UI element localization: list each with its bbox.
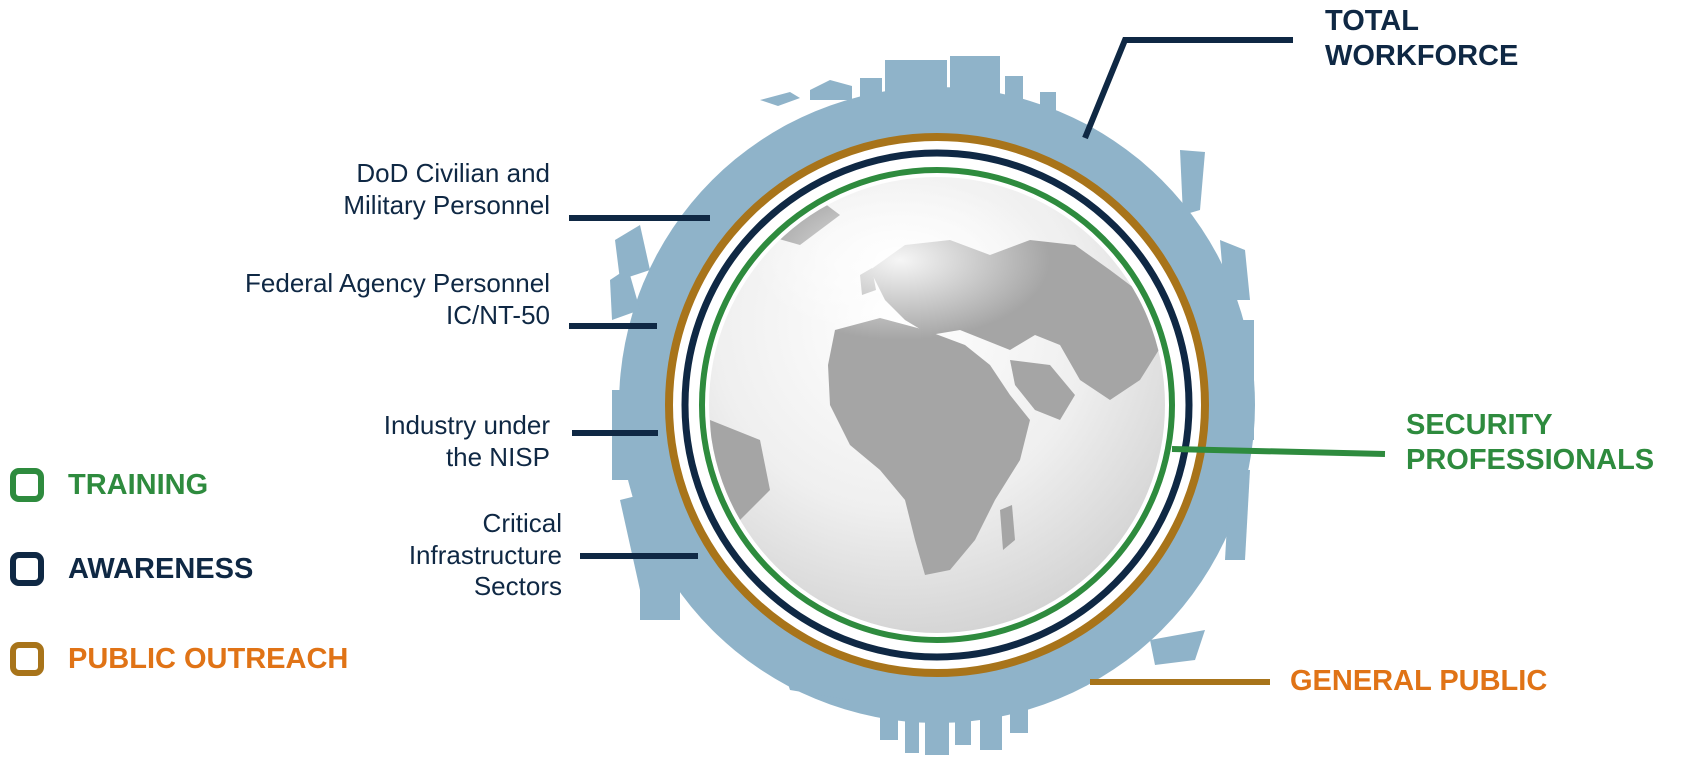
legend-item-public-outreach: PUBLIC OUTREACH <box>10 642 348 676</box>
rounded-square-outline-icon <box>10 552 44 586</box>
industry-label-line1: Industry under <box>383 410 550 440</box>
security-professionals-line2: PROFESSIONALS <box>1406 444 1655 477</box>
critical-label-line1: Critical <box>482 508 562 538</box>
legend-label-public-outreach: PUBLIC OUTREACH <box>68 642 349 675</box>
critical-label-line2: Infrastructure <box>408 539 562 570</box>
total-workforce-label: TOTAL WORKFORCE <box>1325 4 1518 75</box>
general-public-text: GENERAL PUBLIC <box>1290 665 1548 697</box>
dod-label-line1: DoD Civilian and <box>356 158 550 188</box>
total-workforce-connector <box>1082 37 1293 140</box>
general-public-label: GENERAL PUBLIC <box>1290 664 1547 699</box>
rounded-square-outline-icon <box>10 468 44 502</box>
total-workforce-line1: TOTAL <box>1325 5 1419 37</box>
critical-label-line3: Sectors <box>473 571 562 602</box>
general-public-ring <box>665 133 1209 677</box>
total-workforce-line2: WORKFORCE <box>1325 40 1519 73</box>
federal-label-line1: Federal Agency Personnel <box>245 268 550 298</box>
security-professionals-ring <box>699 167 1175 643</box>
rounded-square-outline-icon <box>10 642 44 676</box>
security-professionals-connector <box>1171 446 1386 457</box>
critical-infrastructure-label: Critical Infrastructure Sectors <box>409 508 562 603</box>
legend-item-training: TRAINING <box>10 468 208 502</box>
industry-label-line2: the NISP <box>445 441 550 472</box>
legend-item-awareness: AWARENESS <box>10 552 253 586</box>
globe-icon <box>709 177 1165 633</box>
federal-label-line2: IC/NT-50 <box>445 299 550 330</box>
dod-label-line2: Military Personnel <box>343 189 550 220</box>
security-professionals-line1: SECURITY <box>1406 409 1553 441</box>
dod-personnel-label: DoD Civilian and Military Personnel <box>343 158 550 221</box>
total-workforce-ring <box>681 149 1193 661</box>
connector-lines <box>569 37 1386 685</box>
security-professionals-label: SECURITY PROFESSIONALS <box>1406 408 1654 479</box>
legend-label-training: TRAINING <box>68 468 209 501</box>
legend-label-awareness: AWARENESS <box>68 552 254 585</box>
federal-agency-label: Federal Agency Personnel IC/NT-50 <box>245 268 550 331</box>
industry-nisp-label: Industry under the NISP <box>384 410 550 473</box>
